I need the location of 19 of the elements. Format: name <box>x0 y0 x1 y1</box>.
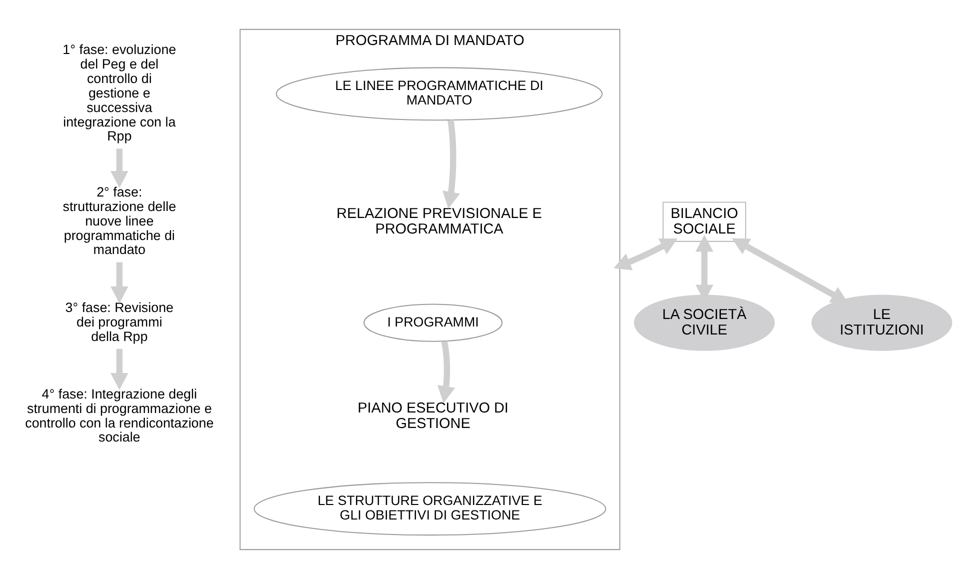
node-text: 1° fase: evoluzione del Peg e del controllo di gestione e successiva integrazione con la Rpp <box>62 42 176 144</box>
node-ellipse: LA SOCIETÀ CIVILE <box>633 294 774 351</box>
arrow <box>110 148 128 188</box>
node-text: 4° fase: Integrazione degli strumenti di programmazione e controllo con la rendicontazione sociale <box>24 386 214 445</box>
arrow <box>110 262 128 304</box>
node-text: PIANO ESECUTIVO DI GESTIONE <box>357 400 508 432</box>
node-ellipse: LE STRUTTURE ORGANIZZATIVE E GLI OBIETTIVI DI GESTIONE <box>253 482 606 536</box>
node-ellipse: LE LINEE PROGRAMMATICHE DI MANDATO <box>275 67 602 121</box>
arrow <box>613 238 677 270</box>
node-text: RELAZIONE PREVISIONALE E PROGRAMMATICA <box>336 206 542 238</box>
node-box: BILANCIO SOCIALE <box>662 202 746 242</box>
arrow <box>731 238 848 304</box>
node-text: 3° fase: Revisione dei programmi della Rpp <box>64 300 173 344</box>
arrow <box>436 340 455 404</box>
node-text: 2° fase: strutturazione delle nuove linee programmatiche di mandato <box>62 184 176 258</box>
node-ellipse: LE ISTITUZIONI <box>810 294 952 351</box>
arrow <box>442 120 460 209</box>
arrow <box>110 348 128 390</box>
node-ellipse: I PROGRAMMI <box>362 304 502 342</box>
